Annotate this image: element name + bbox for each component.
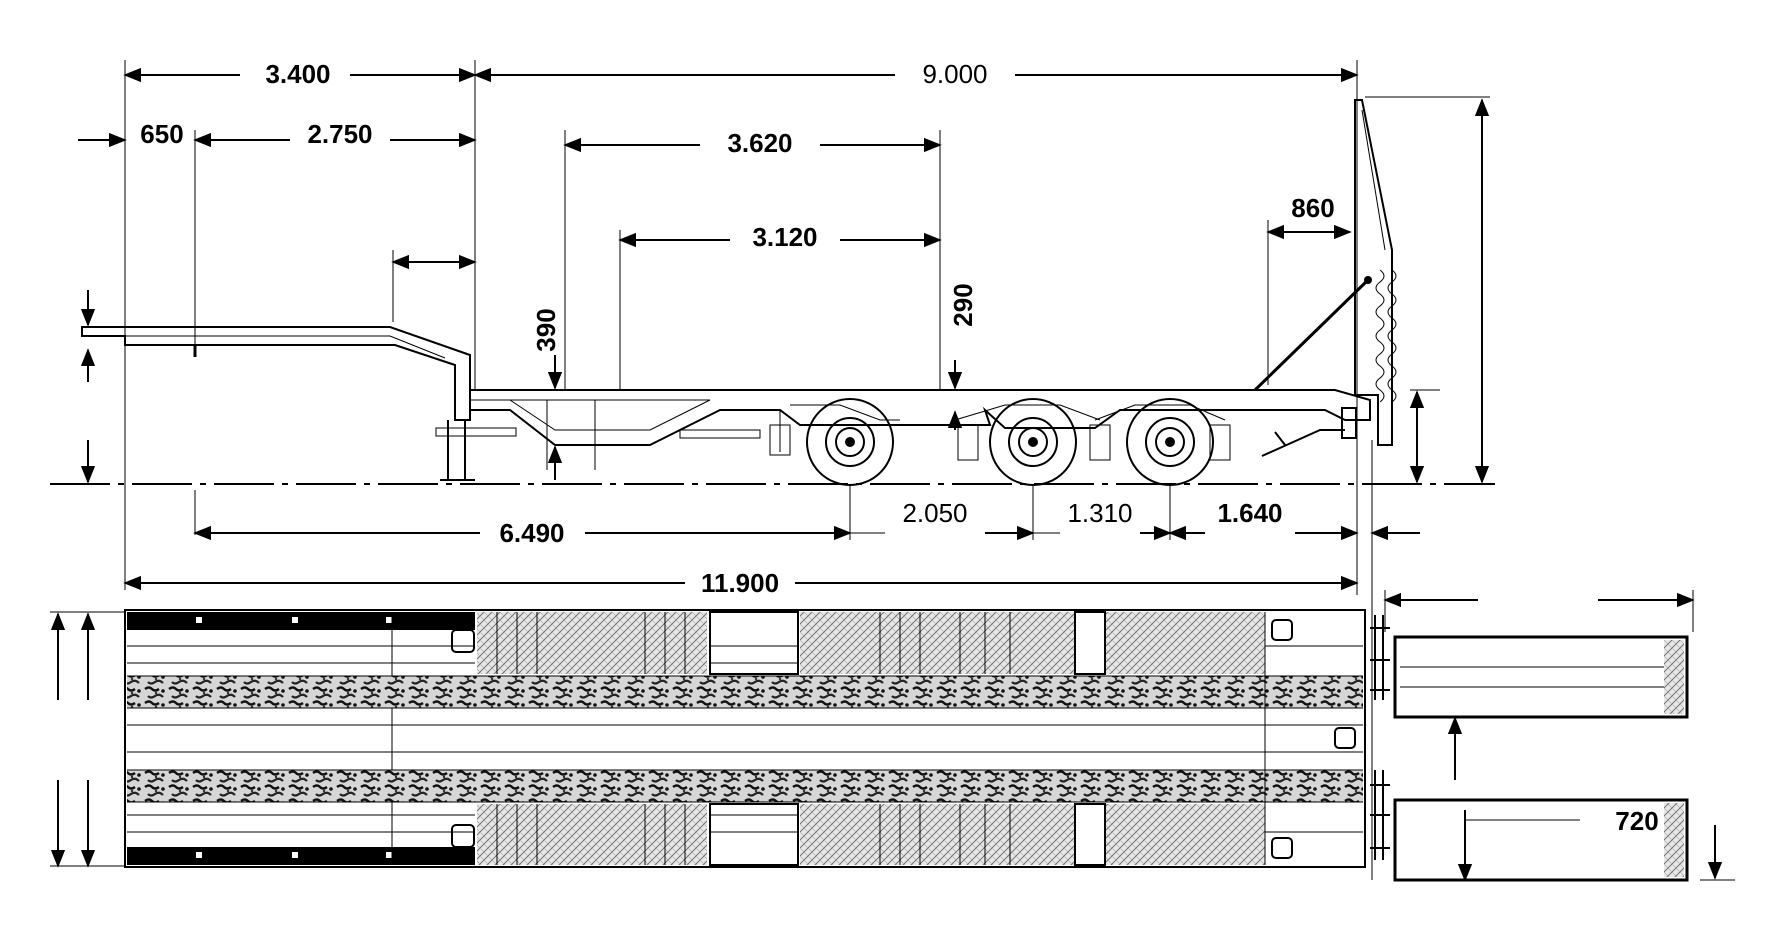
dim-720: 720 <box>1615 806 1658 836</box>
dim-3620: 3.620 <box>727 128 792 158</box>
rear-ramp <box>1354 99 1393 446</box>
ramp-top-lower <box>1393 798 1689 882</box>
wheel-3 <box>1126 398 1214 486</box>
gooseneck <box>81 326 471 421</box>
top-outline <box>124 609 1366 868</box>
dim-9000: 9.000 <box>922 59 987 89</box>
ramp-springs <box>1375 269 1385 403</box>
wheel-1 <box>806 398 894 486</box>
top-view <box>50 590 1735 882</box>
dim-860: 860 <box>1291 193 1334 223</box>
wheel-2 <box>989 398 1077 486</box>
dim-3400: 3.400 <box>265 59 330 89</box>
dim-2750: 2.750 <box>307 119 372 149</box>
ramp-top-upper <box>1393 635 1689 719</box>
dim-1310: 1.310 <box>1067 498 1132 528</box>
wood-strip-upper <box>127 676 1363 708</box>
dim-390: 390 <box>531 308 561 351</box>
side-view <box>50 60 1495 880</box>
dim-2050: 2.050 <box>902 498 967 528</box>
dim-6490: 6.490 <box>499 518 564 548</box>
dim-11900: 11.900 <box>701 568 779 598</box>
wood-strip-lower <box>127 770 1363 802</box>
dim-290: 290 <box>948 283 978 326</box>
hydraulic-cylinder <box>1253 278 1370 392</box>
landing-gear <box>440 420 475 481</box>
dim-3120: 3.120 <box>752 222 817 252</box>
dim-1640: 1.640 <box>1217 498 1282 528</box>
low-bed-frame <box>470 389 1371 446</box>
dim-650: 650 <box>140 119 183 149</box>
